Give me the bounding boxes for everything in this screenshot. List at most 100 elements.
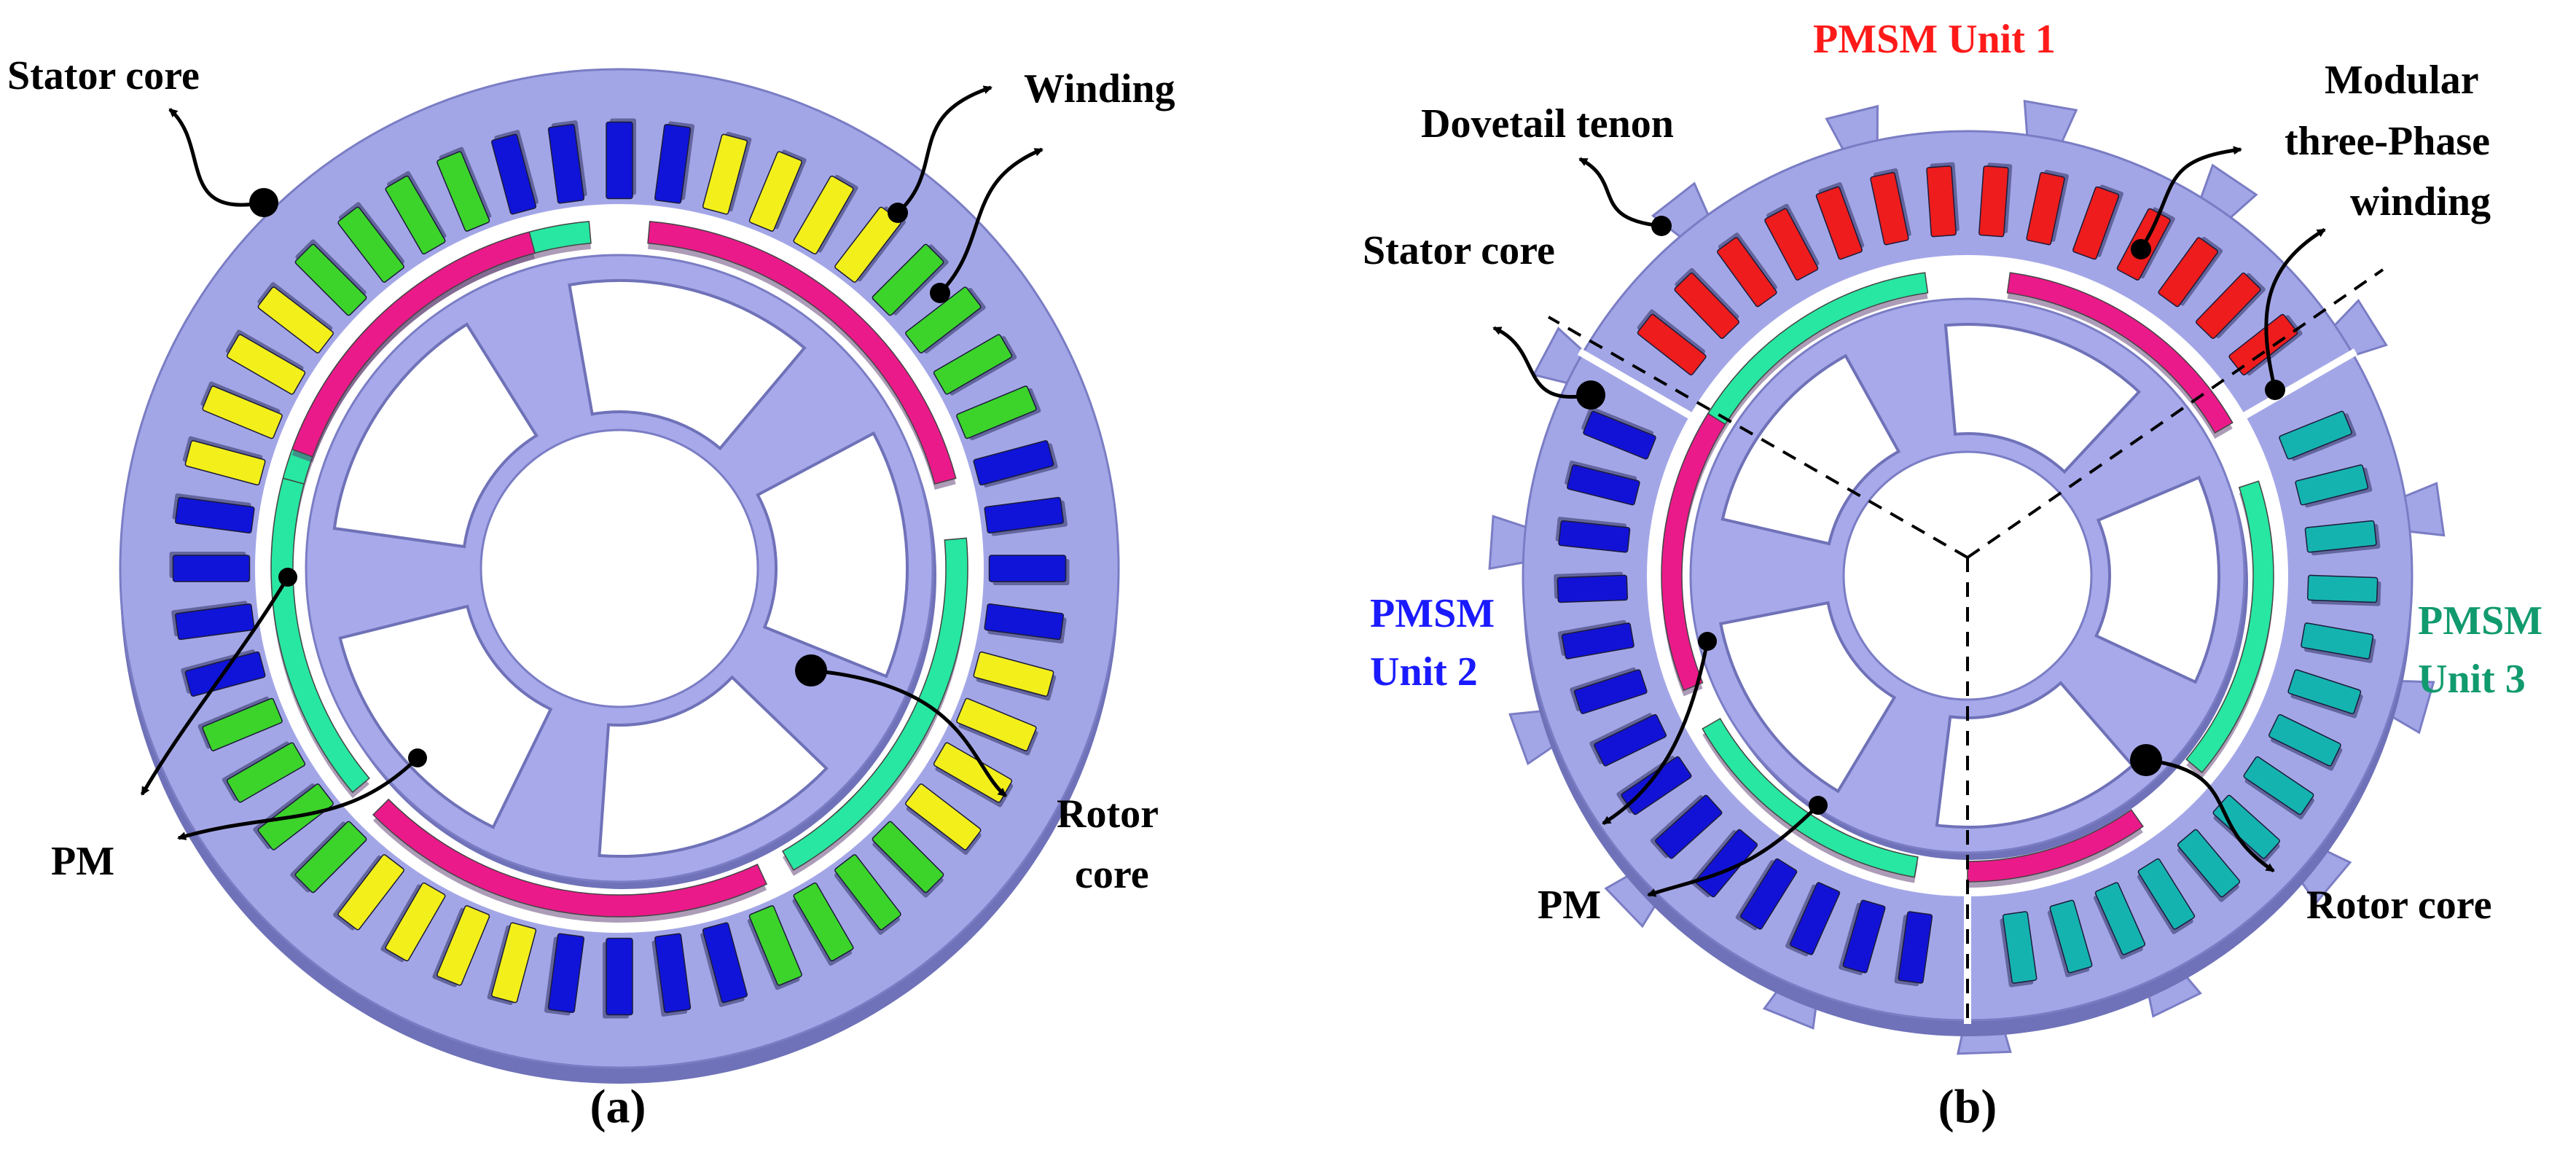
coil-face xyxy=(1739,858,1798,930)
coil-slot xyxy=(432,905,490,987)
rotor-windows-b xyxy=(1718,323,2220,829)
coil-slot xyxy=(2301,622,2376,663)
leader-dot-icon xyxy=(2130,744,2162,776)
coil-face xyxy=(872,821,944,893)
caption-b-close: ) xyxy=(1981,1080,1997,1133)
coil-slot xyxy=(2177,829,2241,902)
coil-slot xyxy=(197,696,283,751)
coil-slot xyxy=(1894,911,1933,987)
leader-dot-icon xyxy=(278,568,297,587)
leader-dot-icon xyxy=(1698,632,1717,651)
coil-face xyxy=(184,651,266,697)
coil-slot xyxy=(2287,669,2363,719)
leader-stator-core-b xyxy=(1492,326,1592,399)
coil-slot xyxy=(181,649,266,697)
label-stator-core-b: Stator core xyxy=(1363,228,1555,273)
coil-slot xyxy=(654,121,695,204)
coil-slot xyxy=(956,386,1041,441)
label-stator-core-a: Stator core xyxy=(7,53,200,98)
coil-face xyxy=(1558,520,1631,553)
coil-face xyxy=(1926,165,1957,238)
coil-slot xyxy=(487,922,537,1006)
coil-slot xyxy=(2047,899,2093,977)
coil-face xyxy=(1694,829,1758,898)
coil-face xyxy=(2094,882,2146,955)
coil-face xyxy=(1898,911,1933,984)
rotor-window xyxy=(1943,323,2142,474)
coil-face xyxy=(184,440,266,486)
coil-slot xyxy=(1557,619,1635,660)
coil-slot xyxy=(905,783,982,855)
label-rotor-core-a-line1: Rotor xyxy=(1057,791,1159,837)
coil-slot xyxy=(333,854,404,931)
coil-slot xyxy=(1815,182,1865,260)
coil-face xyxy=(2002,911,2037,984)
leader-dots-a xyxy=(249,188,950,767)
caption-b-letter: b xyxy=(1954,1080,1981,1133)
coil-slot xyxy=(1555,517,1631,553)
coil-face xyxy=(2228,313,2298,376)
coil-slot xyxy=(1764,203,1820,281)
pm-arc xyxy=(1967,809,2144,883)
coil-face xyxy=(436,905,490,986)
leader-rotor-core-b xyxy=(2145,758,2275,873)
panel-b-motor xyxy=(1488,99,2446,1055)
coil-face xyxy=(654,124,692,204)
coil-face xyxy=(172,555,251,582)
leader-dovetail xyxy=(1578,157,1662,228)
coil-face xyxy=(905,286,982,353)
coil-slot xyxy=(1674,267,1739,340)
rotor-window xyxy=(1935,681,2135,829)
coil-face xyxy=(793,882,854,962)
label-pmsm-unit-1: PMSM Unit 1 xyxy=(1813,17,2056,62)
coil-face xyxy=(294,243,367,316)
coil-face xyxy=(1764,208,1819,281)
coil-slot xyxy=(2268,713,2343,771)
coil-face xyxy=(1566,464,1640,506)
coil-slot xyxy=(834,854,901,935)
coil-face xyxy=(2137,858,2196,930)
coil-slot xyxy=(544,933,584,1016)
coil-face xyxy=(337,206,404,283)
coil-face xyxy=(202,697,283,751)
rotor-windows-a xyxy=(332,279,909,858)
coil-face xyxy=(2243,756,2314,815)
coil-face xyxy=(748,905,802,986)
coil-face xyxy=(793,175,854,255)
coil-face xyxy=(436,151,490,232)
coil-face xyxy=(2279,410,2352,460)
coil-slot xyxy=(380,882,446,963)
coil-slot xyxy=(1978,163,2013,238)
pm-arc xyxy=(1707,272,1929,426)
coil-slot xyxy=(747,905,802,990)
leader-pm-b-2 xyxy=(1647,804,1820,897)
module-gap xyxy=(1577,348,1692,419)
coil-slot xyxy=(436,146,492,232)
coil-slot xyxy=(700,922,748,1007)
coil-face xyxy=(984,496,1064,533)
pm-arc xyxy=(647,221,957,485)
coil-face xyxy=(2196,273,2261,340)
coil-slot xyxy=(984,603,1067,644)
label-pmsm-unit-2-line2: Unit 2 xyxy=(1370,649,1478,695)
coil-face xyxy=(547,124,584,204)
leader-dot-icon xyxy=(888,203,908,223)
leader-dot-icon xyxy=(930,283,950,303)
coil-slot xyxy=(385,171,447,255)
coil-slot xyxy=(1554,571,1629,603)
coil-slot xyxy=(606,118,636,200)
coil-slot xyxy=(172,493,255,533)
coil-face xyxy=(2049,899,2093,974)
coil-slot xyxy=(792,882,854,966)
label-modular-line3: winding xyxy=(2350,179,2491,224)
coil-face xyxy=(337,854,404,931)
coil-slot xyxy=(2026,169,2069,246)
coil-slot xyxy=(1650,794,1723,859)
coil-face xyxy=(872,243,944,316)
label-modular-line1: Modular xyxy=(2325,58,2479,103)
coil-face xyxy=(1815,186,1863,260)
rotor-window xyxy=(756,431,909,678)
coil-slot xyxy=(2295,464,2373,508)
coil-face xyxy=(748,151,802,232)
